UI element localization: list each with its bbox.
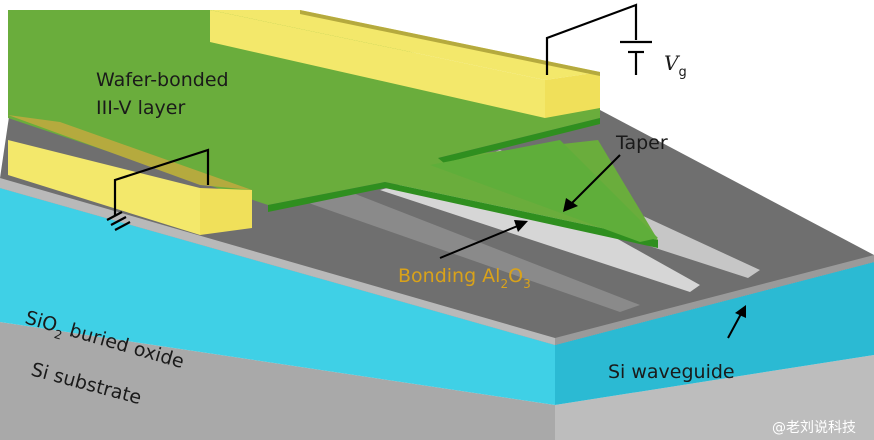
- si-waveguide-ridge-3: [300, 190, 640, 312]
- label-si-waveguide: Si waveguide: [608, 361, 735, 383]
- bonding-arrowhead: [514, 220, 528, 232]
- sio2-sub: 2: [53, 327, 64, 343]
- si-substrate-front: [0, 322, 555, 440]
- label-bonding: Bonding Al2O3: [398, 265, 531, 291]
- ground-symbol-2: [110, 216, 127, 226]
- waveguide-arrowhead: [735, 305, 746, 318]
- gold-contact-back-shade: [300, 10, 600, 76]
- gold-contact-front-face: [8, 140, 200, 235]
- watermark: @老刘说科技: [772, 420, 856, 436]
- taper: [430, 140, 658, 242]
- gold-contact-back-top: [210, 10, 600, 80]
- label-taper: Taper: [615, 132, 668, 154]
- taper-arrowhead: [563, 198, 578, 212]
- bonding-sub1: 2: [500, 277, 508, 291]
- si-substrate-side: [555, 355, 874, 440]
- gold-contact-front-top: [8, 115, 252, 190]
- label-wafer-bonded-line2: III-V layer: [96, 97, 185, 119]
- vg-subscript: g: [678, 65, 686, 80]
- label-vg: Vg: [664, 51, 687, 80]
- iii-v-layer-edge-back: [438, 118, 600, 163]
- vg-letter: V: [664, 51, 681, 75]
- gold-contact-back-side: [545, 72, 600, 118]
- ground-symbol-3: [114, 221, 131, 231]
- ground-symbol-1: [106, 211, 123, 221]
- sio2-layer-front: [0, 188, 555, 405]
- sio2-layer-side: [555, 262, 874, 405]
- silicon-layer-edge-side: [555, 255, 874, 345]
- gate-wire: [545, 3, 638, 75]
- ground-wire: [113, 148, 210, 215]
- taper-edge: [385, 182, 658, 248]
- silicon-layer-edge: [0, 178, 555, 345]
- label-wafer-bonded-line1: Wafer-bonded: [96, 69, 229, 91]
- bonding-sub2: 3: [523, 277, 531, 291]
- bonding-arrow: [439, 224, 521, 259]
- bonding-prefix: Bonding Al: [398, 265, 500, 287]
- gold-contact-front-side: [200, 188, 252, 235]
- waveguide-arrow: [727, 311, 743, 339]
- gold-contact-back-front: [210, 10, 545, 118]
- iii-v-layer-edge-front: [268, 182, 385, 212]
- taper-arrow: [569, 154, 621, 206]
- bonding-mid: O: [508, 265, 523, 287]
